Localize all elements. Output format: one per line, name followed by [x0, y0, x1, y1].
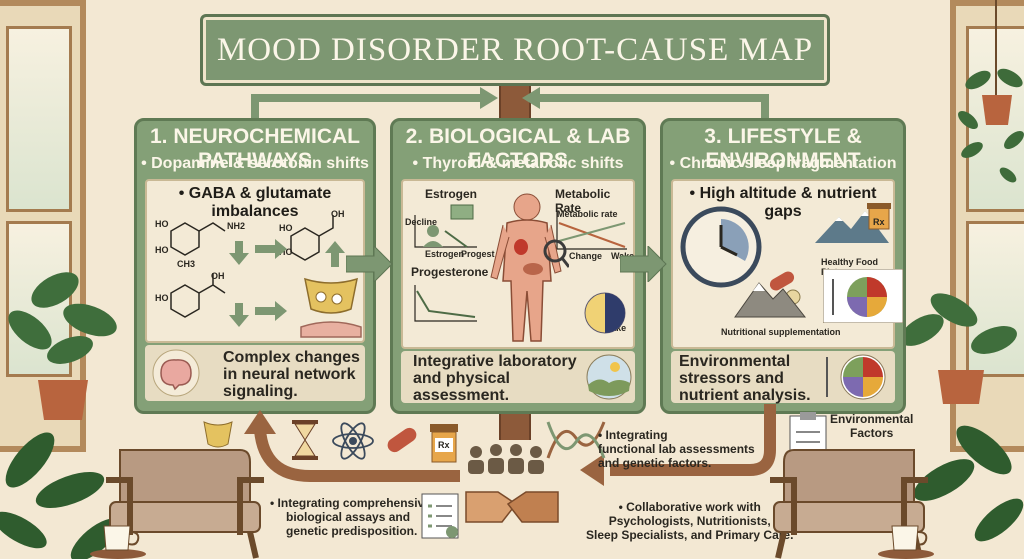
panel-bullet: • High altitude & nutrient gaps [689, 185, 877, 220]
landscape-icon [586, 354, 632, 400]
bottom-line: biological assays and [286, 510, 411, 524]
rx-label: Rx [873, 217, 885, 227]
molecule-label: HO [279, 247, 293, 257]
bottom-line: Psychologists, Nutritionists, [608, 514, 771, 528]
progesterone-label: Progesterone [411, 265, 489, 279]
axis-label: Progest [461, 249, 495, 259]
panel-heading: 2. BIOLOGICAL & LAB FACTORS [405, 125, 631, 172]
panel-bullet: • Dopamine & serotonin shifts [141, 155, 369, 172]
footer-line: and physical [413, 370, 510, 387]
bottom-line: • Collaborative work with [618, 500, 761, 514]
panel-neurochemical: 1. NEUROCHEMICAL PATHWAYS • Dopamine & s… [134, 118, 376, 414]
supplement-label: Nutritional supplementation [721, 327, 841, 337]
potted-plant-left-icon [0, 272, 120, 559]
bottom-line: functional lab assessments [598, 442, 755, 456]
bottom-line: • Integrating [598, 428, 668, 442]
panel-footer: Complex changes in neural network signal… [145, 345, 365, 401]
panel-heading: 3. LIFESTYLE & ENVIRONMENT [704, 125, 862, 172]
title-banner: MOOD DISORDER ROOT-CAUSE MAP [200, 14, 830, 86]
molecule-label: HO [155, 245, 169, 255]
bottom-left-text: • Integrating comprehensive biological a… [270, 496, 431, 538]
bottom-line: Sleep Specialists, and Primary Care. [586, 528, 794, 542]
footer-line: in neural network [223, 366, 356, 383]
hourglass-icon [292, 420, 318, 460]
team-icon [468, 444, 544, 474]
panel-heading: 1. NEUROCHEMICAL PATHWAYS [149, 125, 360, 172]
arrow-right-icon [346, 246, 393, 282]
footer-line: Integrative laboratory [413, 353, 577, 370]
molecule-icon [170, 215, 334, 318]
env-line: Environmental [830, 412, 914, 426]
footer-line: Environmental [679, 353, 791, 370]
panel-footer: Integrative laboratory and physical asse… [401, 351, 635, 404]
hanging-plant-icon [958, 0, 1024, 183]
coffee-cup-left-icon [90, 525, 146, 559]
checklist-icon [421, 493, 459, 539]
footer-text: Environmental stressors and nutrient ana… [679, 353, 811, 404]
clock-icon [680, 206, 762, 288]
rx-label: Rx [438, 440, 450, 450]
bottom-line: genetic predisposition. [286, 524, 418, 538]
axis-label: Estrogen [425, 249, 465, 259]
bottom-right-text: • Collaborative work with Psychologists,… [586, 500, 793, 542]
brain-icon [152, 349, 200, 397]
arrow-right-icon [620, 246, 667, 282]
footer-text: Integrative laboratory and physical asse… [413, 353, 577, 404]
handshake-icon [465, 491, 559, 523]
panel-bullet: • GABA & glutamate imbalances [178, 185, 332, 220]
molecule-label: HO [279, 223, 293, 233]
molecule-label: OH [331, 209, 345, 219]
molecule-label: OH [211, 271, 225, 281]
panel-illustration: • GABA & glutamate imbalances NH2 HO HO … [145, 179, 365, 343]
pill-icon [387, 427, 417, 453]
footer-line: nutrient analysis. [679, 387, 811, 404]
estrogen-label: Estrogen [425, 187, 478, 201]
footer-line: stressors and [679, 370, 784, 387]
molecule-label: HO [155, 293, 169, 303]
page-title: MOOD DISORDER ROOT-CAUSE MAP [216, 31, 814, 68]
synapse-icon [300, 277, 362, 338]
rx-bottle-icon [430, 424, 458, 463]
env-line: Factors [850, 426, 894, 440]
small-mountain-icon [734, 282, 807, 318]
panel-bullet: • Thyroid & metabolic shifts [412, 155, 624, 172]
food-plate-icon [823, 269, 903, 323]
hormone-charts-icon [414, 204, 627, 334]
coffee-cup-right-icon [878, 525, 934, 559]
bottom-center-text: • Integrating functional lab assessments… [598, 428, 755, 470]
panel-illustration: • High altitude & nutrient gaps Rx Healt… [671, 179, 903, 349]
axis-label: Change [569, 251, 603, 261]
panel-footer: Environmental stressors and nutrient ana… [671, 351, 895, 404]
axis-label: Metabolic rate [557, 209, 618, 219]
panel-biological: 2. BIOLOGICAL & LAB FACTORS • Thyroid & … [390, 118, 646, 414]
plate-icon [826, 354, 886, 400]
footer-line: assessment. [413, 387, 510, 404]
mountain-icon [815, 203, 891, 243]
bottom-line: • Integrating comprehensive [270, 496, 431, 510]
feedback-arrows [244, 404, 776, 486]
arrows-icon [229, 239, 345, 327]
panel-lifestyle: 3. LIFESTYLE & ENVIRONMENT • Chronic sle… [660, 118, 906, 414]
body-anatomy-icon [490, 193, 569, 342]
footer-text: Complex changes in neural network signal… [223, 349, 360, 400]
bottom-line: and genetic factors. [598, 456, 712, 470]
axis-label: Decline [405, 217, 438, 227]
molecule-label: NH2 [227, 221, 246, 231]
dna-icon [546, 421, 606, 459]
potted-plant-right-icon [900, 293, 1024, 542]
footer-line: signaling. [223, 383, 298, 400]
panel-illustration: Estrogen Metabolic Rate Progesterone Dec… [401, 179, 635, 349]
armchair-right-icon [770, 449, 928, 559]
footer-line: Complex changes [223, 349, 360, 366]
molecule-label: CH3 [177, 259, 196, 269]
environmental-factors-label: Environmental Factors [830, 412, 913, 440]
metabolic-rate-label: Metabolic Rate [555, 187, 611, 215]
molecule-label: HO [155, 219, 169, 229]
atom-icon [332, 422, 374, 460]
top-connector-arrows [251, 87, 769, 120]
panel-bullet: • Chronic sleep fragmentation [669, 155, 897, 172]
